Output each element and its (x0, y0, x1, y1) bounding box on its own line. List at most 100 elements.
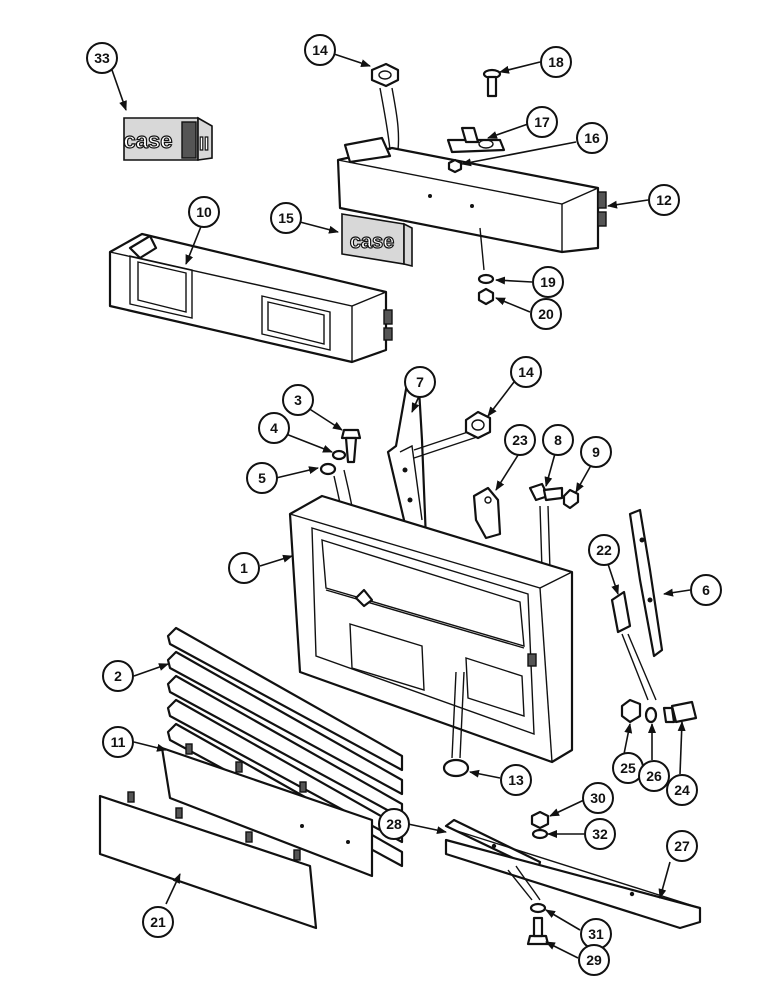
callout-32: 32 (584, 818, 616, 850)
callout-11: 11 (102, 726, 134, 758)
washer-32-part (531, 828, 549, 840)
hex-nut-part (562, 488, 580, 510)
callout-15: 15 (270, 202, 302, 234)
callout-18: 18 (540, 46, 572, 78)
lower-nut-part (477, 287, 495, 306)
callout-23: 23 (504, 424, 536, 456)
svg-text:14: 14 (312, 42, 328, 58)
callout-26: 26 (638, 760, 670, 792)
callout-30: 30 (582, 782, 614, 814)
washer-flat-part (319, 462, 337, 476)
callout-29: 29 (578, 944, 610, 976)
emblem-large-suffix: II (199, 134, 209, 154)
callout-4: 4 (258, 412, 290, 444)
callout-6: 6 (690, 574, 722, 606)
callout-10: 10 (188, 196, 220, 228)
bolt-with-washer-part (528, 482, 564, 502)
rear-panel-part (108, 232, 393, 364)
nut-30-part (530, 810, 550, 830)
leader-lines (111, 53, 691, 959)
callout-16: 16 (576, 122, 608, 154)
svg-text:2: 2 (114, 668, 122, 684)
svg-text:28: 28 (386, 816, 402, 832)
callout-24: 24 (666, 774, 698, 806)
callout-22: 22 (588, 534, 620, 566)
svg-text:18: 18 (548, 54, 564, 70)
svg-text:16: 16 (584, 130, 600, 146)
emblem-small-text: case (350, 231, 395, 253)
svg-text:14: 14 (518, 364, 534, 380)
washer-26-part (644, 706, 658, 724)
callout-33: 33 (86, 42, 118, 74)
svg-text:25: 25 (620, 760, 636, 776)
callout-20: 20 (530, 298, 562, 330)
washer-lock-part (331, 449, 347, 461)
washer-31-part (529, 902, 547, 914)
backing-plate-part (160, 743, 374, 878)
callout-12: 12 (648, 184, 680, 216)
callout-28: 28 (378, 808, 410, 840)
svg-text:33: 33 (94, 50, 110, 66)
callout-9: 9 (580, 436, 612, 468)
bolt-29-part (526, 916, 550, 946)
svg-text:6: 6 (702, 582, 710, 598)
callout-13: 13 (500, 764, 532, 796)
svg-text:32: 32 (592, 826, 608, 842)
emblem-small-part: case (341, 213, 413, 268)
svg-text:20: 20 (538, 306, 554, 322)
svg-text:5: 5 (258, 470, 266, 486)
svg-text:9: 9 (592, 444, 600, 460)
callout-19: 19 (532, 266, 564, 298)
callout-27: 27 (666, 830, 698, 862)
grille-frame-part (288, 494, 574, 764)
emblem-large-text: case (124, 128, 173, 153)
nut-middle-part (464, 410, 492, 440)
svg-text:31: 31 (588, 926, 604, 942)
svg-text:24: 24 (674, 782, 690, 798)
svg-text:8: 8 (554, 432, 562, 448)
callout-21: 21 (142, 906, 174, 938)
svg-text:17: 17 (534, 114, 550, 130)
svg-text:22: 22 (596, 542, 612, 558)
svg-text:15: 15 (278, 210, 294, 226)
callout-31: 31 (580, 918, 612, 950)
svg-text:29: 29 (586, 952, 602, 968)
angle-bracket-part (472, 486, 502, 540)
bolt-part (340, 428, 362, 464)
callout-7: 7 (404, 366, 436, 398)
callout-3: 3 (282, 384, 314, 416)
callout-8: 8 (542, 424, 574, 456)
svg-text:4: 4 (270, 420, 278, 436)
svg-text:23: 23 (512, 432, 528, 448)
upper-panel-part (336, 136, 607, 254)
callout-1: 1 (228, 552, 260, 584)
nut-25-part (620, 698, 642, 724)
svg-text:11: 11 (111, 734, 126, 750)
callout-14-middle: 14 (510, 356, 542, 388)
screw-part (482, 68, 502, 98)
svg-text:26: 26 (646, 768, 662, 784)
right-bracket-part (628, 508, 664, 658)
bracket-clip-part (446, 126, 506, 154)
washer-part (477, 273, 495, 285)
callout-14-upper: 14 (304, 34, 336, 66)
svg-text:3: 3 (294, 392, 302, 408)
svg-text:27: 27 (674, 838, 690, 854)
small-nut-part (447, 158, 463, 174)
plug-part (442, 758, 470, 778)
svg-text:13: 13 (508, 772, 524, 788)
nut-upper-part (370, 62, 400, 88)
emblem-large-part: case II (123, 116, 213, 161)
bolt-24-part (662, 700, 698, 724)
svg-text:21: 21 (150, 914, 166, 930)
side-bracket-part (610, 590, 632, 634)
callout-17: 17 (526, 106, 558, 138)
svg-text:1: 1 (240, 560, 248, 576)
svg-text:7: 7 (416, 374, 424, 390)
callout-2: 2 (102, 660, 134, 692)
svg-text:10: 10 (196, 204, 212, 220)
front-plate-part (98, 791, 318, 930)
svg-text:30: 30 (590, 790, 606, 806)
callout-5: 5 (246, 462, 278, 494)
